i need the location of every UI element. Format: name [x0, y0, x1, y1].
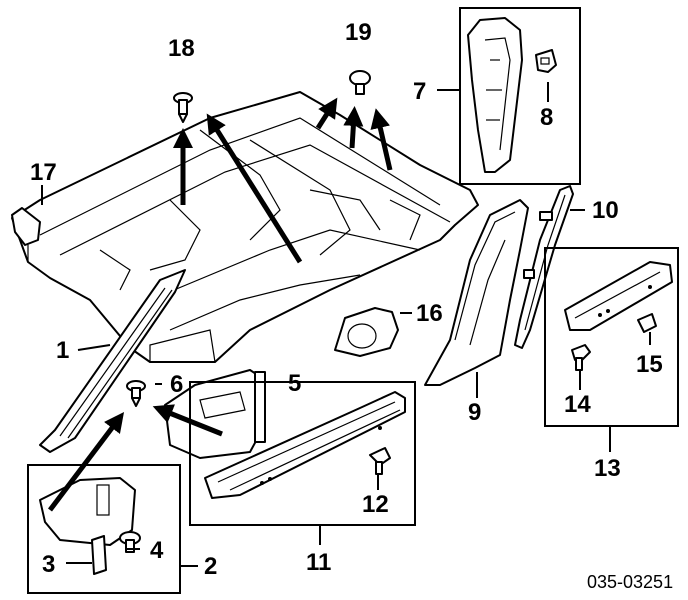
part-5-strip [254, 371, 266, 443]
arrow-6 [152, 404, 223, 437]
arrow-19a [315, 97, 338, 130]
callout-12: 12 [362, 491, 389, 518]
callout-labels: 1 2 3 4 5 6 7 8 9 10 11 12 13 14 15 16 1… [30, 19, 663, 580]
group-box-2 [27, 464, 181, 594]
part-17-trim [11, 207, 41, 246]
part-6-clip [126, 380, 146, 407]
part-13-scuff-plate [564, 261, 673, 331]
group-box-11 [189, 381, 416, 526]
part-4-clip [119, 531, 141, 553]
callout-17: 17 [30, 159, 57, 186]
part-1-pillar-trim [39, 269, 186, 453]
part-15-clip [637, 313, 657, 333]
leader-lines [41, 82, 651, 567]
arrows [48, 97, 393, 512]
part-14-clip [571, 344, 591, 371]
part-16-cover [334, 307, 399, 357]
callout-5: 5 [288, 370, 301, 397]
arrow-19c [370, 108, 393, 171]
arrow-2 [48, 412, 125, 512]
callout-15: 15 [636, 351, 663, 378]
callout-6: 6 [170, 371, 183, 398]
part-8-clip [535, 49, 557, 73]
part-18-clip [173, 92, 193, 123]
part-11-scuff-plate [204, 391, 406, 499]
callout-1: 1 [56, 337, 69, 364]
arrow-19b [343, 106, 364, 149]
callout-10: 10 [592, 197, 619, 224]
group-box-7-8 [459, 7, 581, 185]
callout-13: 13 [594, 455, 621, 482]
floor-pan [11, 91, 479, 363]
part-7-pillar-trim [467, 17, 523, 173]
callout-8: 8 [540, 104, 553, 131]
diagram-code: 035-03251 [587, 572, 673, 592]
callout-14: 14 [564, 391, 591, 418]
part-19-plug [349, 70, 371, 95]
callout-19: 19 [345, 19, 372, 46]
part-9-pillar-trim [424, 199, 529, 386]
callout-16: 16 [416, 300, 443, 327]
callout-3: 3 [42, 551, 55, 578]
callout-9: 9 [468, 399, 481, 426]
callout-18: 18 [168, 35, 195, 62]
arrow-to-18b [206, 113, 303, 264]
part-12-clip [369, 447, 391, 475]
callout-7: 7 [413, 78, 426, 105]
part-3-strip [91, 535, 107, 575]
callout-2: 2 [204, 553, 217, 580]
callout-4: 4 [150, 537, 164, 564]
group-box-13 [544, 247, 679, 427]
callout-11: 11 [306, 549, 331, 576]
